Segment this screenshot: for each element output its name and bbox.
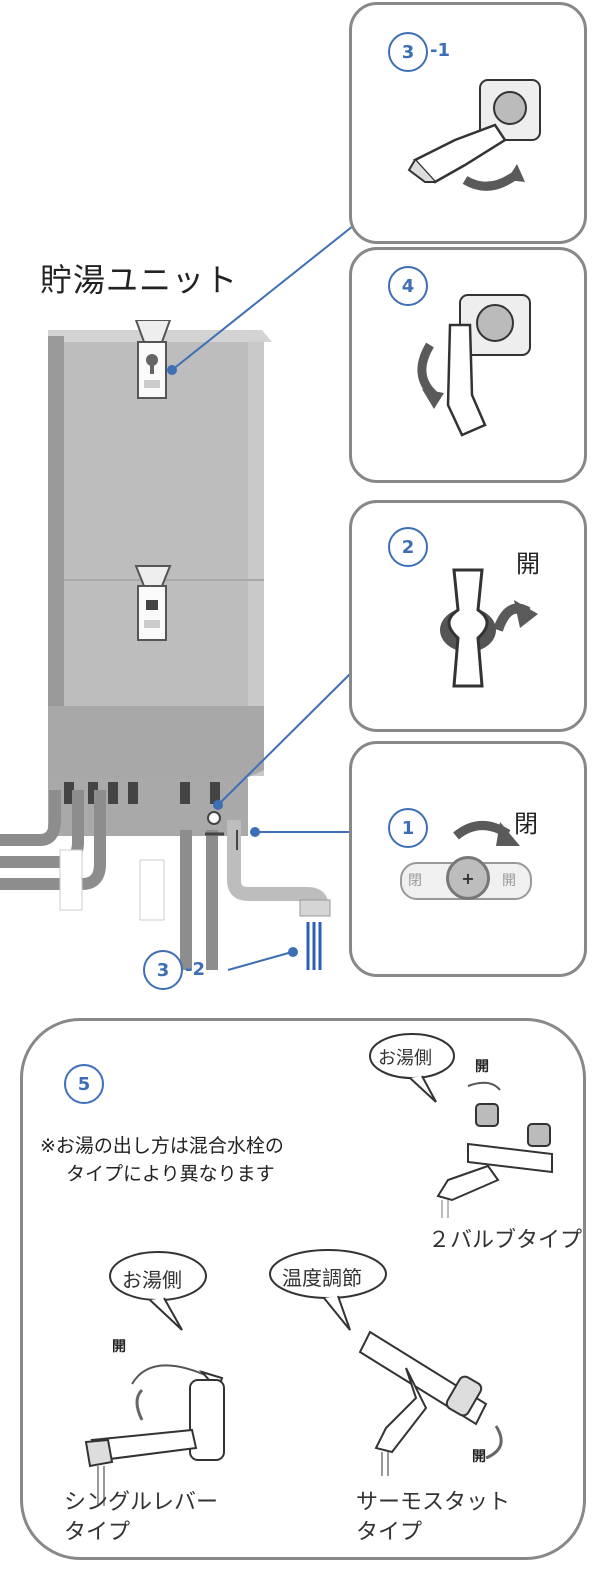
stop-valve-open-icon — [440, 568, 538, 688]
step-number-3-2: 3 — [143, 950, 183, 990]
valve-close-text: 閉 — [408, 873, 422, 889]
two-valve-open: 開 — [475, 1059, 489, 1075]
drain-valve-knob: + — [446, 856, 490, 900]
step-number-3: 3 — [388, 32, 428, 72]
valve-open-text: 開 — [502, 873, 516, 889]
step-number-1: 1 — [388, 808, 428, 848]
page-title: 貯湯ユニット — [40, 261, 239, 299]
speech-bubble — [369, 1033, 455, 1103]
thermostat-caption-2: タイプ — [356, 1520, 423, 1545]
bubble-hot-side-1: お湯側 — [378, 1048, 432, 1069]
breaker-lever-icon — [407, 79, 541, 191]
panel-step-2 — [349, 500, 587, 732]
step-suffix-2: -2 — [185, 959, 205, 980]
single-lever-caption-2: タイプ — [64, 1520, 131, 1545]
breaker-lever-down-icon — [417, 294, 531, 437]
single-lever-caption-1: シングルレバー — [64, 1490, 219, 1515]
faucet-note-line-1: ※お湯の出し方は混合水栓の — [40, 1135, 284, 1157]
single-lever-faucet-icon — [84, 1364, 225, 1506]
single-lever-open: 開 — [112, 1339, 126, 1355]
panel-step-3-1 — [349, 2, 587, 244]
step-number-4: 4 — [388, 266, 428, 306]
two-valve-caption: ２バルブタイプ — [428, 1228, 583, 1253]
speech-bubble-3 — [269, 1249, 387, 1331]
pipe-illustration — [0, 778, 331, 970]
close-label: 閉 — [514, 810, 538, 838]
rotate-arrow-icon — [453, 821, 520, 846]
step-number-2: 2 — [388, 527, 428, 567]
step-suffix: -1 — [430, 40, 450, 61]
thermostat-caption-1: サーモスタット — [356, 1490, 511, 1515]
two-valve-faucet-icon — [436, 1081, 553, 1218]
open-label: 開 — [516, 550, 540, 578]
bubble-temperature: 温度調節 — [282, 1266, 362, 1290]
leader-lines — [167, 221, 359, 971]
storage-unit-illustration — [48, 320, 272, 790]
step-number-5: 5 — [64, 1064, 104, 1104]
speech-bubble-2 — [109, 1251, 207, 1331]
bubble-hot-side-2: お湯側 — [122, 1268, 182, 1292]
faucet-note-line-2: タイプにより異なります — [66, 1163, 275, 1185]
thermostat-open: 開 — [472, 1449, 486, 1465]
thermostat-faucet-icon — [358, 1330, 503, 1476]
